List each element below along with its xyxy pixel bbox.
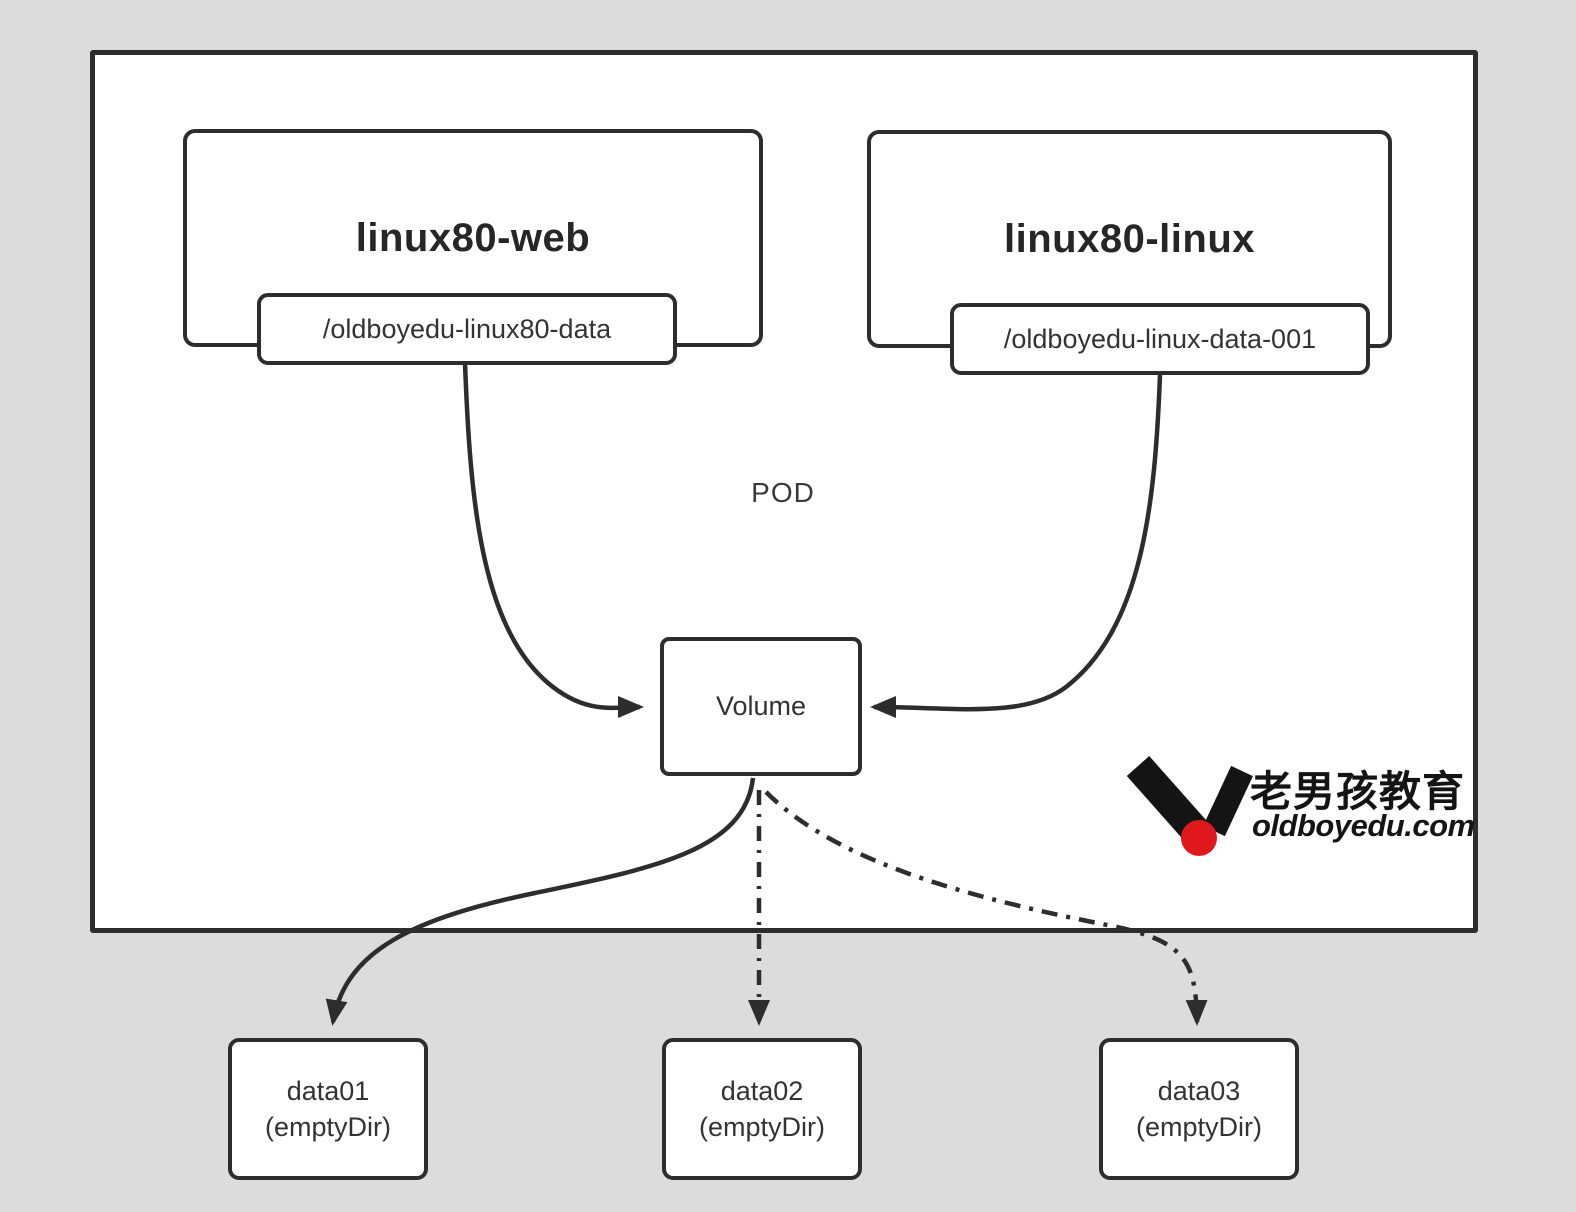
volume-box: Volume	[660, 637, 862, 776]
container-title: linux80-linux	[1004, 216, 1255, 261]
container-title: linux80-web	[355, 215, 591, 260]
mount-path-box-linux80-linux: /oldboyedu-linux-data-001	[950, 303, 1370, 375]
data03-kind: (emptyDir)	[1136, 1112, 1262, 1142]
data01-box: data01 (emptyDir)	[228, 1038, 428, 1180]
brand-domain: oldboyedu.com	[1252, 808, 1475, 843]
data02-box: data02 (emptyDir)	[662, 1038, 862, 1180]
mount-path-label: /oldboyedu-linux-data-001	[1003, 323, 1317, 354]
mount-path-label: /oldboyedu-linux80-data	[322, 313, 612, 344]
data02-name: data02	[720, 1076, 804, 1106]
mount-path-box-linux80-web: /oldboyedu-linux80-data	[257, 293, 677, 365]
volume-label: Volume	[715, 691, 807, 721]
data02-kind: (emptyDir)	[699, 1112, 825, 1142]
brand-name-chinese: 老男孩教育	[1250, 768, 1466, 815]
pod-label: POD	[751, 477, 815, 508]
data01-kind: (emptyDir)	[265, 1112, 391, 1142]
data03-box: data03 (emptyDir)	[1099, 1038, 1299, 1180]
data03-name: data03	[1157, 1076, 1241, 1106]
data01-name: data01	[286, 1076, 370, 1106]
